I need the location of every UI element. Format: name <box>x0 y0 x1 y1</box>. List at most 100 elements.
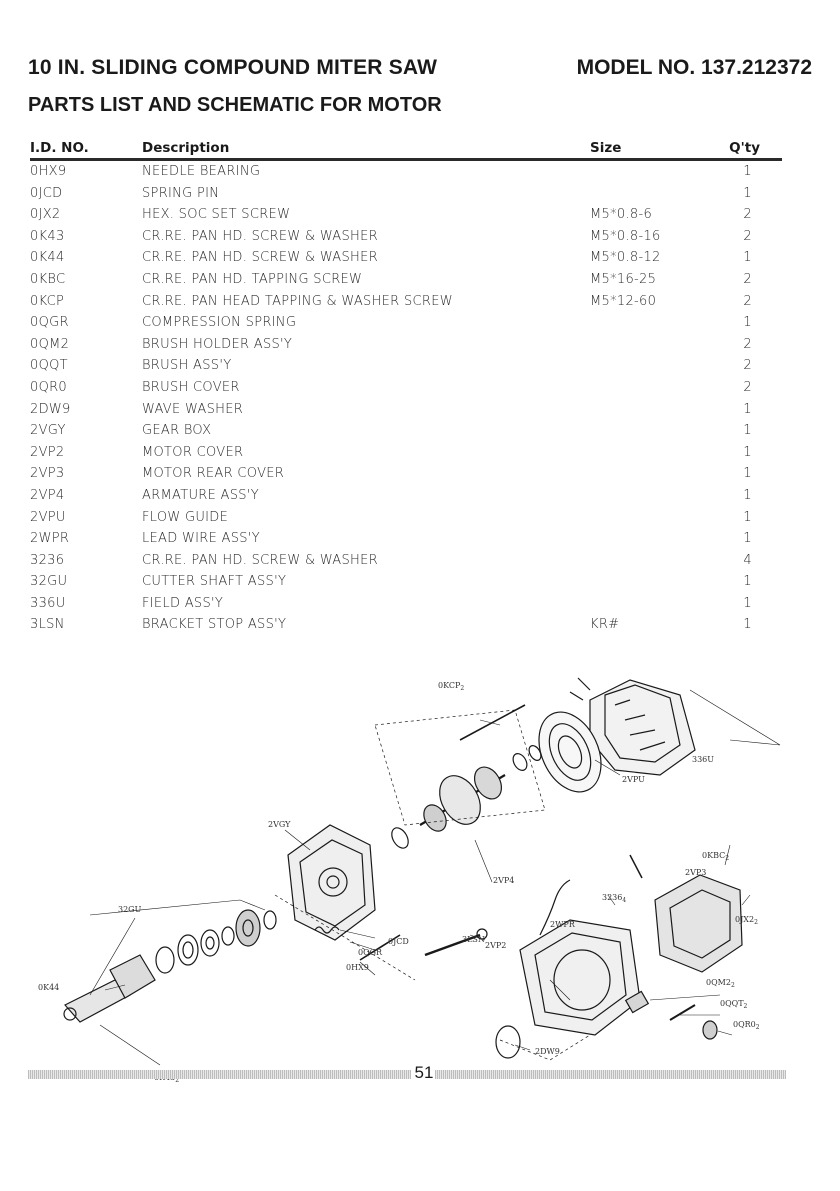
part-qty: 1 <box>743 401 752 417</box>
parts-row: 0KCP CR.RE. PAN HEAD TAPPING & WASHER SCR… <box>30 291 782 313</box>
part-qty: 2 <box>743 358 752 374</box>
part-qty: 2 <box>743 379 752 395</box>
page-header: 10 IN. SLIDING COMPOUND MITER SAW MODEL … <box>28 56 812 86</box>
part-size: M5*12-60 <box>590 293 657 309</box>
part-description: CR.RE. PAN HD. SCREW & WASHER <box>142 250 378 266</box>
callout-motor: 2VP2 <box>485 941 506 950</box>
part-id: 0KBC <box>30 271 66 287</box>
part-id: 3LSN <box>30 617 65 633</box>
part-qty: 1 <box>743 617 752 633</box>
part-id: 0K44 <box>30 250 65 266</box>
part-qty: 1 <box>743 595 752 611</box>
part-id: 0KCP <box>30 293 65 309</box>
callout-armature: 2VP4 <box>493 876 514 885</box>
footer-bar-left <box>28 1070 411 1079</box>
part-id: 2VP4 <box>30 487 65 503</box>
kcp-screw-drawing <box>459 704 526 741</box>
part-id: 0QGR <box>30 315 69 331</box>
part-qty: 4 <box>743 552 752 568</box>
part-qty: 1 <box>743 466 752 482</box>
part-id: 0HX9 <box>30 164 67 179</box>
part-id: 2VP2 <box>30 444 65 460</box>
part-id: 0K43 <box>30 228 65 244</box>
part-description: CUTTER SHAFT ASS'Y <box>142 574 287 590</box>
flow-guide-drawing <box>538 711 602 793</box>
part-description: CR.RE. PAN HD. TAPPING SCREW <box>142 271 363 287</box>
page-number: 51 <box>414 1063 434 1082</box>
callout-field: 336U <box>692 755 714 764</box>
callout-dw9: 2DW9 <box>535 1047 560 1056</box>
part-description: LEAD WIRE ASS'Y <box>142 531 260 547</box>
model-number: MODEL NO. 137.212372 <box>576 56 812 79</box>
callout-qqt: 0QQT2 <box>720 999 748 1010</box>
part-description: FLOW GUIDE <box>142 509 229 525</box>
shaft-washers-drawing <box>155 894 416 981</box>
callout-qr0: 0QR02 <box>733 1020 760 1031</box>
part-qty: 1 <box>743 531 752 547</box>
callout-screw3236: 32364 <box>602 893 626 904</box>
motor-schematic: 0KCP2336U2VPU2VGY2VP40KBC22VP3323640JX22… <box>38 677 781 1084</box>
motor-cover-drawing <box>499 919 641 1061</box>
part-description: COMPRESSION SPRING <box>142 315 297 331</box>
callout-kbc: 0KBC2 <box>702 851 729 862</box>
part-qty: 1 <box>743 574 752 590</box>
part-id: 0JCD <box>30 185 63 201</box>
part-id: 32GU <box>30 574 68 590</box>
callout-k44: 0K44 <box>38 983 59 992</box>
part-description: GEAR BOX <box>142 423 212 439</box>
callout-wire: 2WPR <box>550 920 576 929</box>
section-title: PARTS LIST AND SCHEMATIC FOR MOTOR <box>28 94 442 116</box>
callout-qm2: 0QM22 <box>706 978 735 989</box>
part-qty: 1 <box>743 423 752 439</box>
part-id: 2VPU <box>30 509 66 525</box>
parts-row: 0QGR COMPRESSION SPRING 1 <box>30 312 782 334</box>
part-qty: 1 <box>743 315 752 331</box>
part-description: ARMATURE ASS'Y <box>142 487 259 503</box>
part-description: SPRING PIN <box>142 185 220 201</box>
part-id: 336U <box>30 595 66 611</box>
parts-row: 32GU CUTTER SHAFT ASS'Y 1 <box>30 571 782 593</box>
part-size: M5*0.8-16 <box>590 228 661 244</box>
part-description: CR.RE. PAN HD. SCREW & WASHER <box>142 228 378 244</box>
column-header-qty: Q'ty <box>729 140 760 156</box>
part-id: 2WPR <box>30 531 70 547</box>
parts-row: 2VP4 ARMATURE ASS'Y 1 <box>30 485 782 507</box>
callout-jx2: 0JX22 <box>735 915 758 926</box>
part-description: CR.RE. PAN HEAD TAPPING & WASHER SCREW <box>142 293 453 309</box>
wave-washer-drawing <box>495 1025 521 1059</box>
part-description: MOTOR REAR COVER <box>142 466 285 482</box>
callout-rear: 2VP3 <box>685 868 706 877</box>
part-id: 0QQT <box>30 358 68 374</box>
part-qty: 1 <box>743 164 752 179</box>
gearbox-drawing <box>287 824 376 941</box>
part-qty: 2 <box>743 293 752 309</box>
part-description: BRUSH ASS'Y <box>142 358 232 374</box>
callout-qgr: 0QGR <box>358 948 383 957</box>
column-header-description: Description <box>142 140 230 156</box>
callout-lsn: 3LSN <box>462 935 485 944</box>
part-qty: 2 <box>743 271 752 287</box>
parts-row: 2WPR LEAD WIRE ASS'Y 1 <box>30 528 782 550</box>
column-header-size: Size <box>590 140 622 156</box>
part-size: M5*16-25 <box>590 271 657 287</box>
parts-row: 0KBC CR.RE. PAN HD. TAPPING SCREW M5*16-25… <box>30 269 782 291</box>
part-description: MOTOR COVER <box>142 444 244 460</box>
part-id: 2VP3 <box>30 466 65 482</box>
part-qty: 1 <box>743 487 752 503</box>
part-qty: 2 <box>743 336 752 352</box>
diagram-labels: 0KCP2336U2VPU2VGY2VP40KBC22VP3323640JX22… <box>38 681 760 1084</box>
part-id: 0JX2 <box>30 207 61 223</box>
parts-row: 0QQT BRUSH ASS'Y 2 <box>30 355 782 377</box>
cutter-shaft-drawing <box>63 954 156 1023</box>
